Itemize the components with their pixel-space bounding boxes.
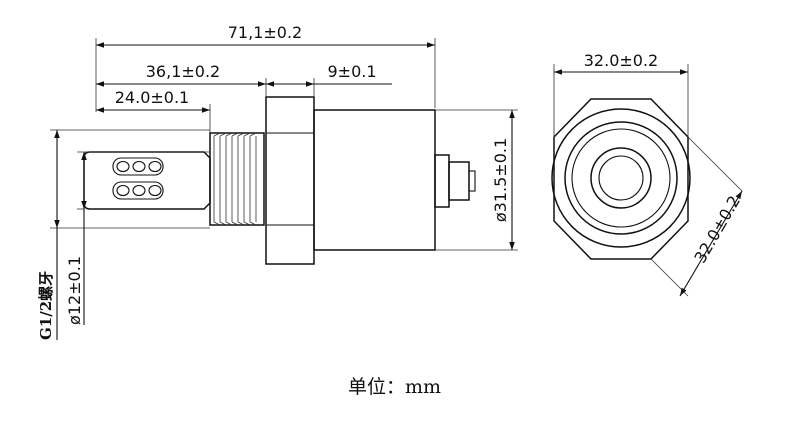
dim-overall-length: 71,1±0.2	[95, 23, 436, 112]
connector-pin	[434, 154, 476, 208]
probe-diameter-label: ø12±0.1	[65, 256, 84, 325]
dim-flange-width: 9±0.1	[266, 62, 392, 97]
unit-label: 单位：mm	[347, 376, 442, 398]
body-circle	[564, 121, 678, 235]
main-body	[313, 109, 436, 251]
probe-length-label: 24.0±0.1	[115, 88, 189, 107]
outer-circle	[551, 108, 691, 248]
port-outer	[590, 147, 652, 209]
hex-flange	[265, 96, 315, 265]
thread-spec-label: G1/2螺牙	[37, 271, 55, 340]
hex-top-label: 32.0±0.2	[584, 51, 658, 70]
dim-probe-diameter: ø12±0.1 G1/2螺牙	[37, 129, 210, 340]
dim-hex-diag: 32.0±0.2	[650, 136, 744, 297]
probe-cap	[83, 151, 211, 210]
body-diameter-label: ø31.5±0.1	[491, 138, 510, 222]
inner-ring	[571, 128, 671, 228]
dim-hex-top: 32.0±0.2	[553, 51, 689, 137]
thread-section	[209, 132, 265, 226]
dim-body-diameter: ø31.5±0.1	[435, 109, 518, 251]
probe-holes	[112, 157, 164, 200]
hex-diag-label: 32.0±0.2	[690, 192, 744, 266]
front-view: 32.0±0.2 32.0±0.2	[551, 51, 744, 297]
dim-probe-length: 24.0±0.1	[96, 88, 211, 133]
hex-outline	[553, 98, 689, 260]
body-length-label: 36,1±0.2	[146, 62, 220, 81]
side-view: 71,1±0.2 36,1±0.2 9±0.1 24.0±0.1 ø31.5±0…	[37, 23, 518, 340]
port-inner	[598, 155, 644, 201]
flange-width-label: 9±0.1	[327, 62, 376, 81]
dim-body-length: 36,1±0.2	[96, 62, 267, 97]
overall-length-label: 71,1±0.2	[228, 23, 302, 42]
